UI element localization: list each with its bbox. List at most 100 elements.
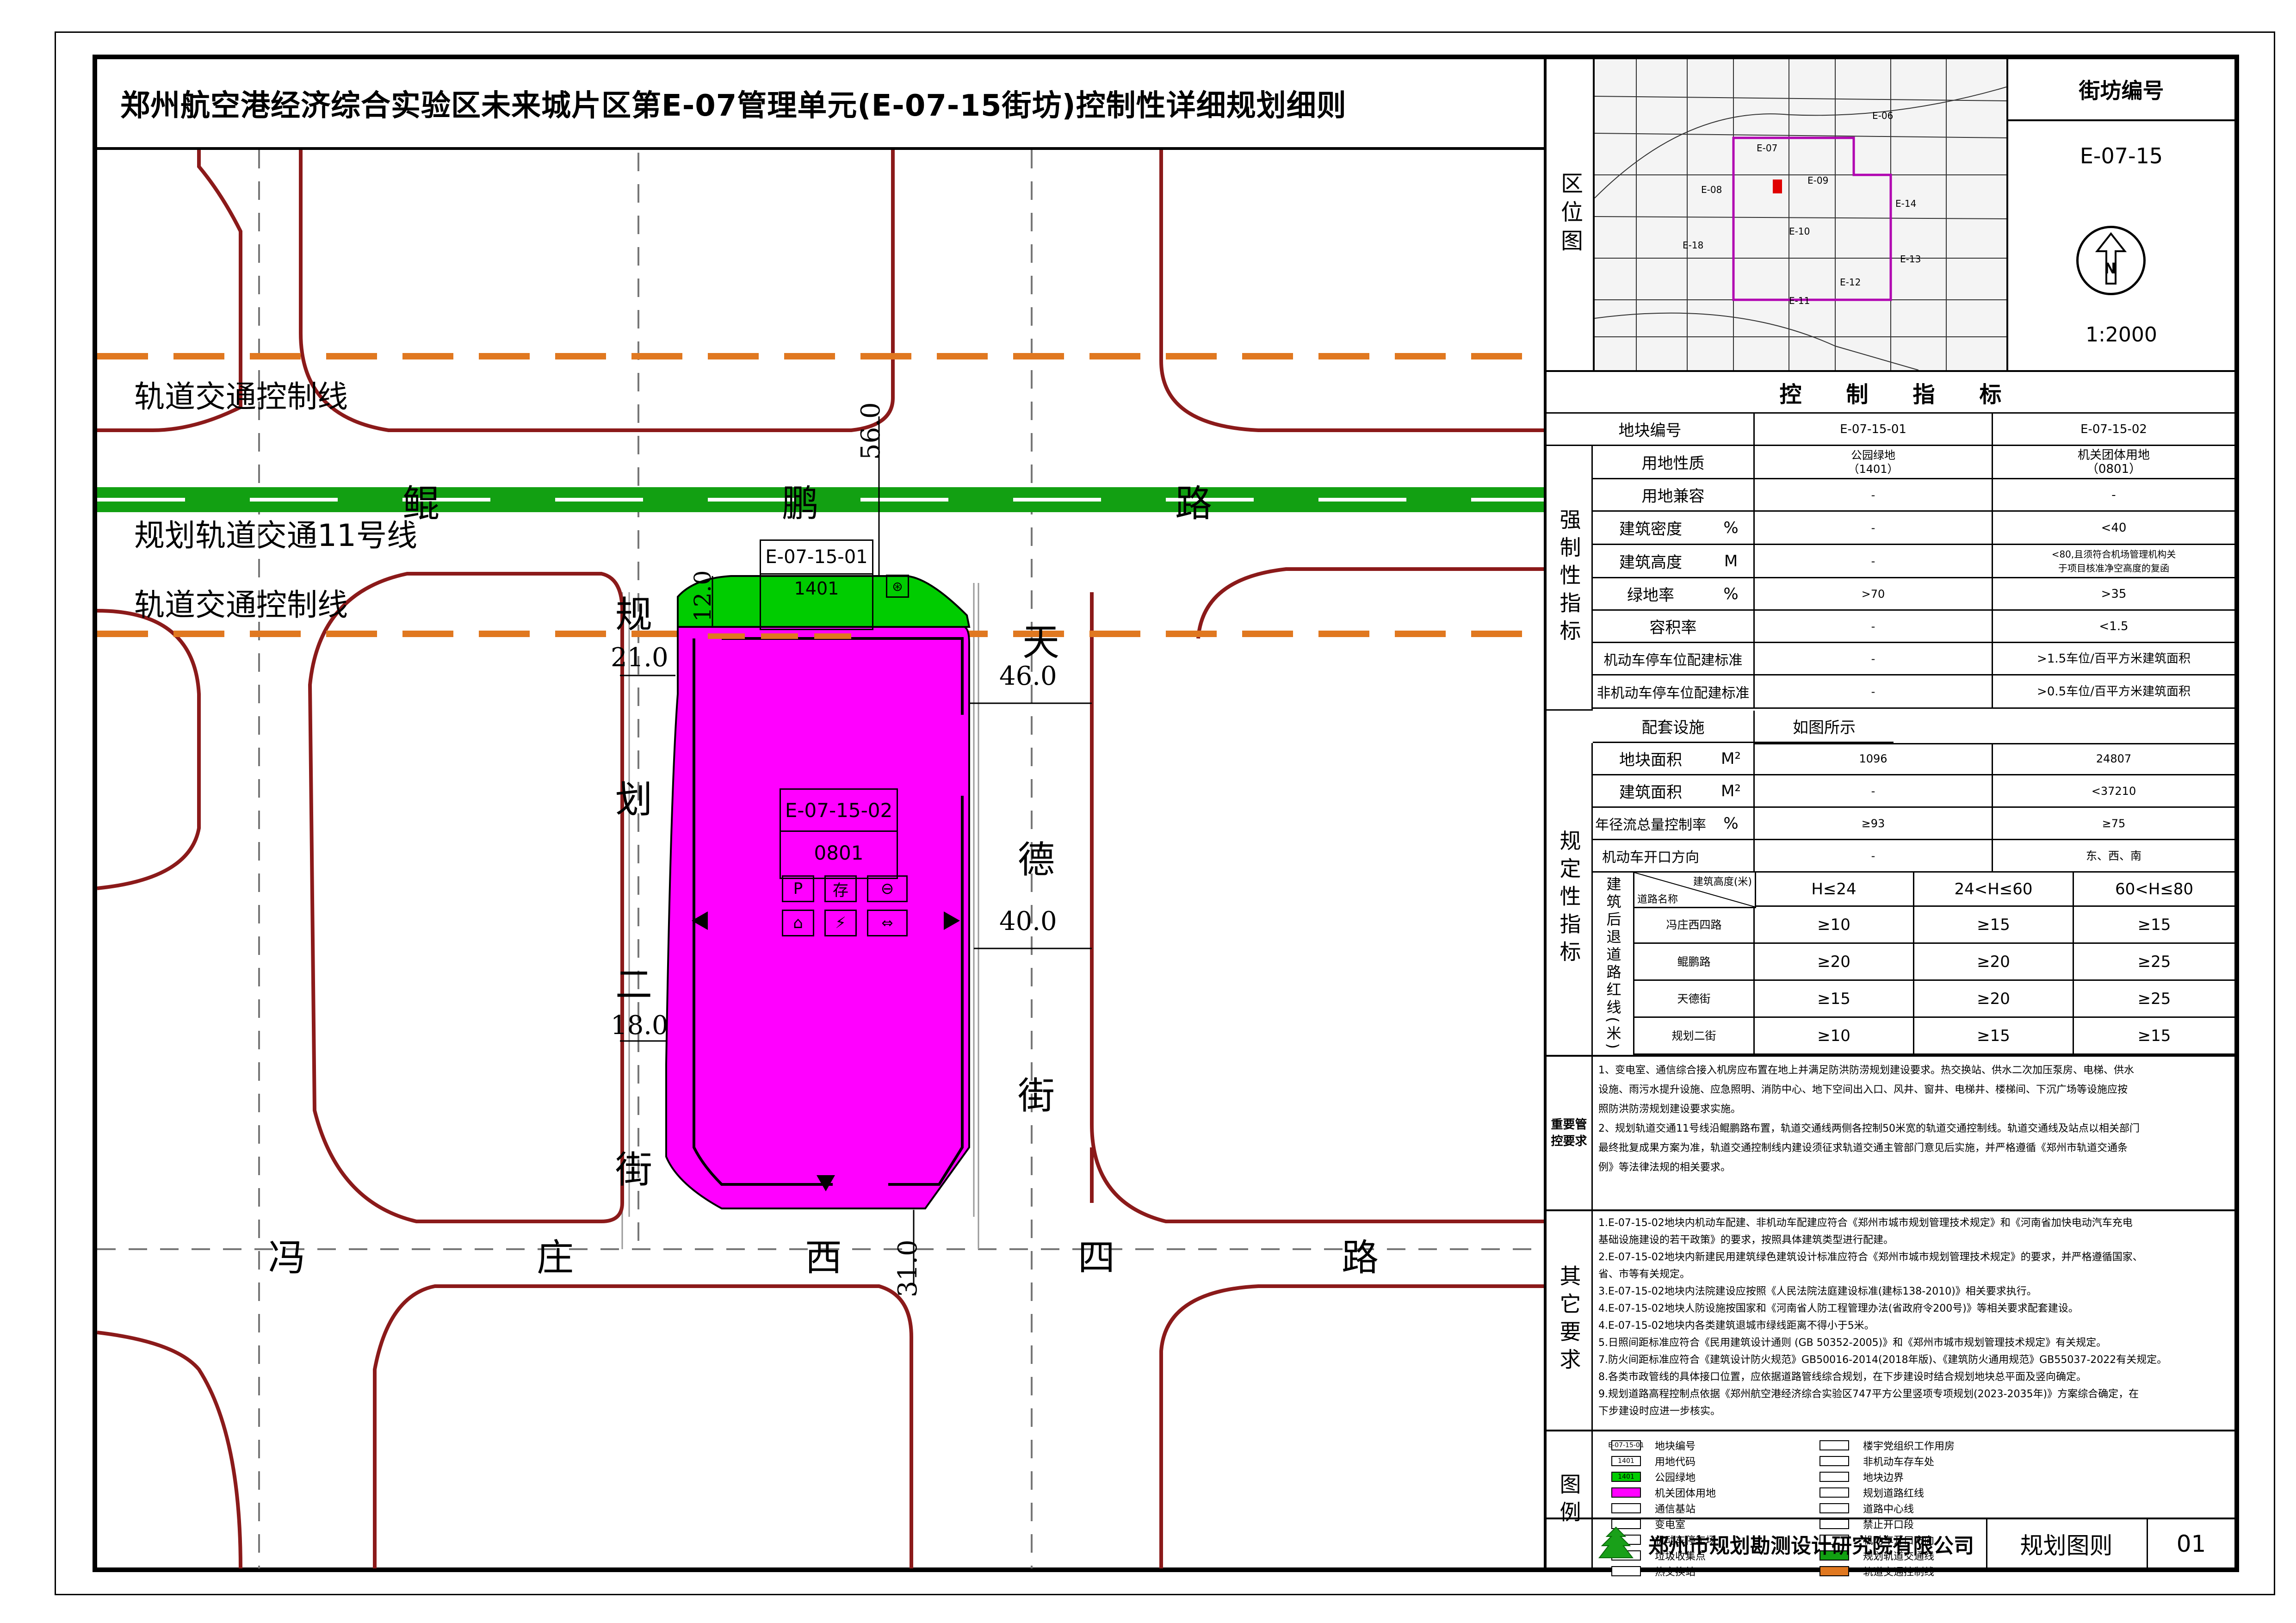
road-tiande-char-3: 街 xyxy=(1018,1074,1055,1117)
setback-value: ≥20 xyxy=(1914,944,2074,981)
regulated-row-name: 机动车开口方向 xyxy=(1593,840,1708,873)
minimap-label-e10: E-10 xyxy=(1789,226,1810,237)
setback-value: ≥10 xyxy=(1755,907,1914,944)
road-tiande-char-1: 天 xyxy=(1022,621,1059,664)
mandatory-row-name: 建筑高度 xyxy=(1593,545,1708,578)
legend-item-right: 机动车开口方向 xyxy=(1819,1532,1934,1547)
regulated-row-v2: 东、西、南 xyxy=(1993,840,2234,873)
legend-text: 机关团体用地 xyxy=(1655,1488,1716,1499)
parcel-02-code: E-07-15-02 xyxy=(781,790,897,832)
legend-text: 道路中心线 xyxy=(1863,1504,1914,1515)
dim-18: 18.0 xyxy=(611,1010,668,1041)
regulated-row-v2: <37210 xyxy=(1993,775,2234,808)
legend-swatch xyxy=(1819,1456,1849,1466)
other-line: 5.日照间距标准应符合《民用建筑设计通则 (GB 50352-2005)》和《郑… xyxy=(1598,1337,2107,1349)
regulated-row-unit: M² xyxy=(1708,775,1755,808)
legend-text: 变电室 xyxy=(1655,1519,1686,1531)
map-svg xyxy=(97,150,1544,1568)
setback-value: ≥15 xyxy=(1914,907,2074,944)
important-line: 设施、雨污水提升设施、应急照明、消防中心、地下空间出入口、风井、窗井、电梯井、楼… xyxy=(1598,1084,2128,1096)
road-tiande-char-2: 德 xyxy=(1018,838,1055,881)
other-line: 2.E-07-15-02地块内新建民用建筑绿色建筑设计标准应符合《郑州市城市规划… xyxy=(1598,1251,2143,1263)
setback-road: 冯庄西四路 xyxy=(1634,907,1755,944)
page-title: 郑州航空港经济综合实验区未来城片区第E-07管理单元(E-07-15街坊)控制性… xyxy=(120,89,1347,123)
legend-text: 通信基站 xyxy=(1655,1504,1696,1515)
legend-text: 禁止开口段 xyxy=(1863,1519,1914,1531)
header-col1: E-07-15-01 xyxy=(1755,414,1993,446)
other-line: 8.各类市政管线的具体接口位置，应依据道路管线综合规划，在下步建设时结合规划地块… xyxy=(1598,1371,2086,1383)
legend-swatch xyxy=(1819,1503,1849,1513)
regulated-row-name: 地块面积 xyxy=(1593,743,1708,775)
divider xyxy=(1547,1209,2234,1211)
important-label: 重要管控要求 xyxy=(1551,1118,1587,1148)
important-line: 2、规划轨道交通11号线沿鲲鹏路布置，轨道交通线两侧各控制50米宽的轨道交通控制… xyxy=(1598,1123,2140,1134)
road-kunpeng-char-1: 鲲 xyxy=(402,482,439,525)
setback-col-head: 60<H≤80 xyxy=(2074,873,2234,907)
location-label: 区位图 xyxy=(1557,172,1583,258)
other-line: 3.E-07-15-02地块内法院建设应按照《人民法院法庭建设标准(建标138-… xyxy=(1598,1286,2037,1297)
parcel-02-use: 0801 xyxy=(814,841,864,864)
mandatory-row-v2: 机关团体用地 （0801） xyxy=(1993,446,2234,479)
other-line: 省、市等有关规定。 xyxy=(1598,1269,1690,1280)
scale-label: 1:2000 xyxy=(2086,322,2157,347)
important-line: 例》等法律法规的相关要求。 xyxy=(1598,1162,1731,1173)
regulated-row-v1: 1096 xyxy=(1755,743,1993,775)
footer-drawing-name: 规划图则 xyxy=(1986,1519,2148,1568)
legend-item-right: 轨道交通控制线 xyxy=(1819,1564,1934,1579)
dim-21: 21.0 xyxy=(611,643,668,673)
mandatory-row-name: 用地性质 xyxy=(1593,446,1755,479)
mandatory-row-unit: % xyxy=(1708,578,1755,611)
mandatory-row-unit: M xyxy=(1708,545,1755,578)
inner-frame xyxy=(93,55,2239,1572)
arrow-east-icon xyxy=(944,911,960,930)
facility-row-line xyxy=(1755,711,2234,744)
legend-text: 垃圾收集点 xyxy=(1655,1551,1706,1562)
map-panel: 轨道交通控制线 规划轨道交通11号线 轨道交通控制线 鲲 鹏 路 天 德 街 规… xyxy=(97,150,1544,1568)
institute-logo-icon xyxy=(1597,1525,1634,1562)
setback-value: ≥15 xyxy=(1755,981,1914,1018)
setback-value: ≥20 xyxy=(1755,944,1914,981)
divider xyxy=(1547,370,2234,372)
dim-46: 46.0 xyxy=(999,661,1057,691)
other-line: 4.E-07-15-02地块内各类建筑退城市绿线距离不得小于5米。 xyxy=(1598,1320,1875,1332)
legend-item-left: 热交换站 xyxy=(1611,1564,1696,1579)
road-fengzhuang-char-5: 路 xyxy=(1342,1236,1379,1279)
legend-item-right: 地块边界 xyxy=(1819,1469,1904,1484)
minimap-label-e11: E-11 xyxy=(1789,295,1810,306)
rail-line-11-label: 规划轨道交通11号线 xyxy=(134,518,417,553)
regulated-row-name: 建筑面积 xyxy=(1593,775,1708,808)
other-line: 1.E-07-15-02地块内机动车配建、非机动车配建应符合《郑州市城市规划管理… xyxy=(1598,1217,2133,1229)
legend-item-right: 非机动车存车处 xyxy=(1819,1454,1934,1468)
power-icon: ⚡ xyxy=(824,910,857,936)
legend-text: 热交换站 xyxy=(1655,1567,1696,1578)
setback-label: 建筑后退道路红线(米) xyxy=(1593,873,1634,1055)
header-col2: E-07-15-02 xyxy=(1993,414,2234,446)
legend-text: 地块编号 xyxy=(1655,1441,1696,1452)
mandatory-row-v1: 公园绿地 （1401） xyxy=(1755,446,1993,479)
legend-text: 地块边界 xyxy=(1863,1472,1904,1484)
mandatory-row-unit: % xyxy=(1708,512,1755,545)
dim-12: 12.0 xyxy=(689,570,716,622)
legend-swatch xyxy=(1819,1550,1849,1561)
storage-icon: 存 xyxy=(824,875,857,902)
header-block-label: 地块编号 xyxy=(1547,414,1755,446)
parcel-02-area[interactable] xyxy=(665,626,970,1209)
facility-row-value: 如图所示 xyxy=(1755,711,1894,743)
minimap-label-e07: E-07 xyxy=(1757,142,1778,154)
road-fengzhuang-char-4: 四 xyxy=(1078,1236,1115,1279)
regulated-row-unit: M² xyxy=(1708,743,1755,775)
legend-item-left: 机关团体用地 xyxy=(1611,1485,1716,1500)
parcel-01-label: E-07-15-01 1401 xyxy=(760,539,873,630)
dimension-lines xyxy=(620,416,1092,1286)
minimap-label-e18: E-18 xyxy=(1683,240,1704,251)
regulated-row-v2: 24807 xyxy=(1993,743,2234,775)
arrow-south-icon xyxy=(817,1175,835,1191)
legend-item-right: 规划道路红线 xyxy=(1819,1485,1924,1500)
rail-control-label-top: 轨道交通控制线 xyxy=(134,379,348,415)
legend-swatch xyxy=(1611,1566,1641,1576)
legend-swatch xyxy=(1819,1566,1849,1576)
mandatory-row-name: 用地兼容 xyxy=(1593,479,1755,512)
minimap-label-e12: E-12 xyxy=(1840,277,1861,288)
legend-item-right: 楼宇党组织工作用房 xyxy=(1819,1438,1955,1453)
footer-institute: 郑州市规划勘测设计研究院有限公司 xyxy=(1648,1534,1974,1558)
